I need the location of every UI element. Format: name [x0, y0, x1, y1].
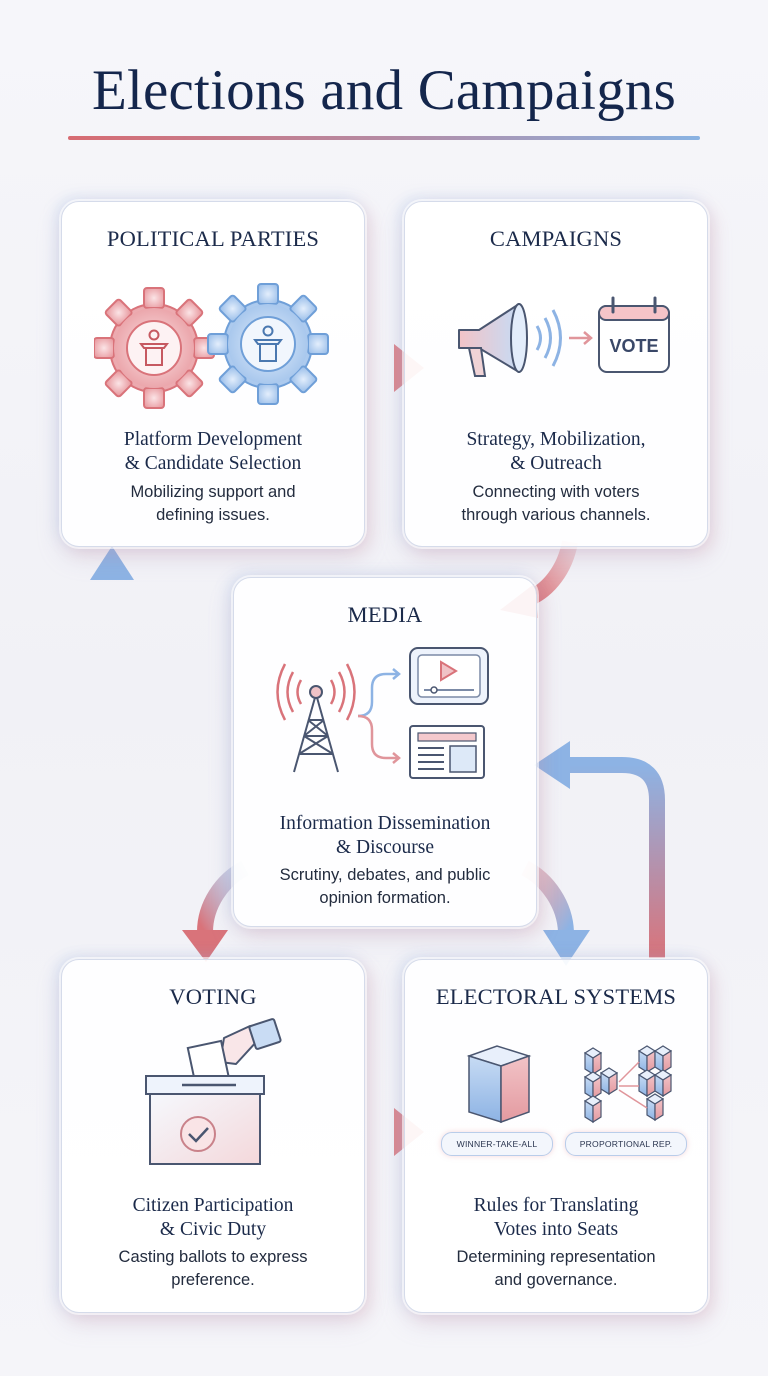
card-political-parties: POLITICAL PARTIES [61, 201, 365, 547]
title-underline [68, 136, 700, 140]
card-title: CAMPAIGNS [489, 226, 623, 251]
winner-take-all-pill: WINNER-TAKE-ALL [441, 1132, 553, 1156]
card-title: ELECTORAL SYSTEMS [435, 984, 677, 1009]
card-description: Connecting with voters through various c… [461, 483, 651, 524]
card-subtitle: Information Dissemination & Discourse [279, 813, 491, 858]
card-subtitle: Rules for Translating Votes into Seats [473, 1195, 639, 1240]
megaphone-calendar-icon: VOTE [458, 296, 670, 377]
page-title: Elections and Campaigns [92, 59, 676, 122]
card-title: MEDIA [347, 602, 423, 627]
card-voting: VOTING Citizen Participation & Civic Dut… [61, 959, 365, 1313]
card-title: POLITICAL PARTIES [106, 226, 320, 251]
broadcast-tower-icon [276, 647, 489, 779]
card-media: MEDIA Information Dissemination & Discou… [233, 577, 537, 927]
card-campaigns: CAMPAIGNS VOTE Strategy, Mobilization, &… [404, 201, 708, 547]
calendar-vote-text: VOTE [609, 336, 658, 356]
card-subtitle: Platform Development & Candidate Selecti… [123, 429, 303, 474]
card-title: VOTING [169, 984, 257, 1009]
ballot-box-icon [145, 1018, 282, 1165]
card-description: Mobilizing support and defining issues. [130, 483, 296, 524]
card-electoral-systems: ELECTORAL SYSTEMS WINNER-TAKE-ALL PROPOR… [404, 959, 708, 1313]
blocks-icon [466, 1045, 673, 1124]
card-subtitle: Citizen Participation & Civic Duty [132, 1195, 294, 1240]
gears-podium-icon [94, 283, 329, 409]
card-description: Casting ballots to express preference. [118, 1248, 308, 1289]
card-subtitle: Strategy, Mobilization, & Outreach [466, 429, 646, 474]
arrow-electoral-to-media [568, 757, 665, 958]
card-description: Scrutiny, debates, and public opinion fo… [279, 866, 491, 907]
card-description: Determining representation and governanc… [456, 1248, 656, 1289]
proportional-rep-pill: PROPORTIONAL REP. [565, 1132, 687, 1156]
